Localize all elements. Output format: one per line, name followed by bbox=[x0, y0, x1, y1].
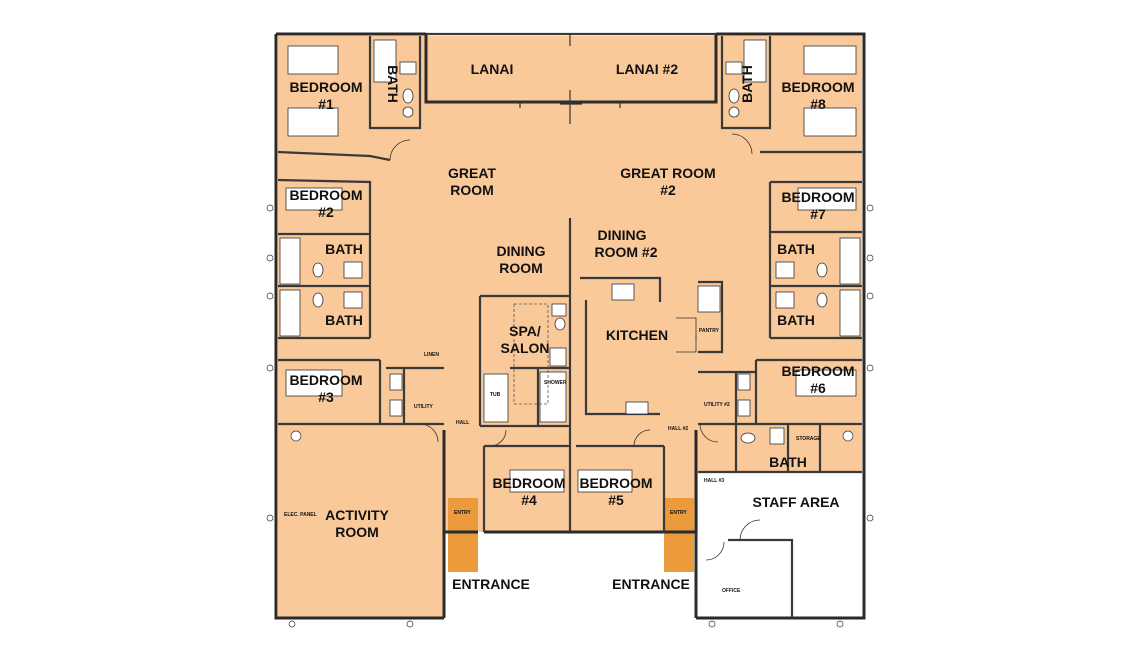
label-bath-staff: BATH bbox=[769, 454, 807, 470]
label-tub: TUB bbox=[490, 392, 501, 398]
label-hall-2: HALL #2 bbox=[668, 426, 688, 432]
label-lanai-2: LANAI #2 bbox=[616, 61, 678, 77]
label-bedroom-2: BEDROOM#2 bbox=[289, 187, 362, 220]
staff-area-fill bbox=[698, 472, 862, 618]
label-kitchen: KITCHEN bbox=[606, 327, 668, 343]
label-bedroom-6: BEDROOM#6 bbox=[781, 363, 854, 396]
entry-left-fill bbox=[448, 498, 478, 572]
label-entry-right: ENTRY bbox=[670, 510, 687, 516]
label-entry-left: ENTRY bbox=[454, 510, 471, 516]
label-bath-1: BATH bbox=[385, 65, 401, 103]
label-bath-8: BATH bbox=[739, 65, 755, 103]
label-bedroom-7: BEDROOM#7 bbox=[781, 189, 854, 222]
label-bath-right-lower: BATH bbox=[777, 312, 815, 328]
label-staff-area: STAFF AREA bbox=[752, 494, 839, 510]
small-labels: LINEN UTILITY HALL HALL #2 UTILITY #2 PA… bbox=[284, 328, 821, 594]
label-hall-3: HALL #3 bbox=[704, 478, 724, 484]
label-storage: STORAGE bbox=[796, 436, 821, 442]
label-entrance-right: ENTRANCE bbox=[612, 576, 690, 592]
label-bath-right-upper: BATH bbox=[777, 241, 815, 257]
label-great-room-2: GREAT ROOM#2 bbox=[620, 165, 715, 198]
label-hall: HALL bbox=[456, 420, 469, 426]
label-utility: UTILITY bbox=[414, 404, 434, 410]
label-bath-left-upper: BATH bbox=[325, 241, 363, 257]
label-entrance-left: ENTRANCE bbox=[452, 576, 530, 592]
fixtures bbox=[279, 39, 861, 493]
exterior-walls bbox=[274, 32, 866, 620]
label-linen: LINEN bbox=[424, 352, 439, 358]
label-bedroom-8: BEDROOM#8 bbox=[781, 79, 854, 112]
label-office: OFFICE bbox=[722, 588, 741, 594]
label-elec-panel: ELEC. PANEL bbox=[284, 512, 317, 518]
label-utility-2: UTILITY #2 bbox=[704, 402, 730, 408]
label-pantry: PANTRY bbox=[699, 328, 720, 334]
label-bedroom-4: BEDROOM#4 bbox=[492, 475, 565, 508]
grid-markers bbox=[266, 204, 874, 628]
floor-staff-area bbox=[698, 472, 862, 618]
lanai-posts bbox=[426, 34, 716, 124]
doors bbox=[389, 133, 761, 561]
label-bedroom-1: BEDROOM#1 bbox=[289, 79, 362, 112]
label-bedroom-3: BEDROOM#3 bbox=[289, 372, 362, 405]
floor-activity-room bbox=[278, 428, 444, 618]
label-spa-salon: SPA/SALON bbox=[501, 323, 550, 356]
entry-right-fill bbox=[664, 498, 694, 572]
label-lanai: LANAI bbox=[471, 61, 514, 77]
interior-walls bbox=[277, 36, 862, 618]
spa-dashed-outline bbox=[513, 303, 549, 405]
room-labels: BEDROOM#1 BATH LANAI LANAI #2 BATH BEDRO… bbox=[289, 61, 854, 592]
label-bedroom-5: BEDROOM#5 bbox=[579, 475, 652, 508]
label-shower: SHOWER bbox=[544, 380, 567, 386]
label-bath-left-lower: BATH bbox=[325, 312, 363, 328]
